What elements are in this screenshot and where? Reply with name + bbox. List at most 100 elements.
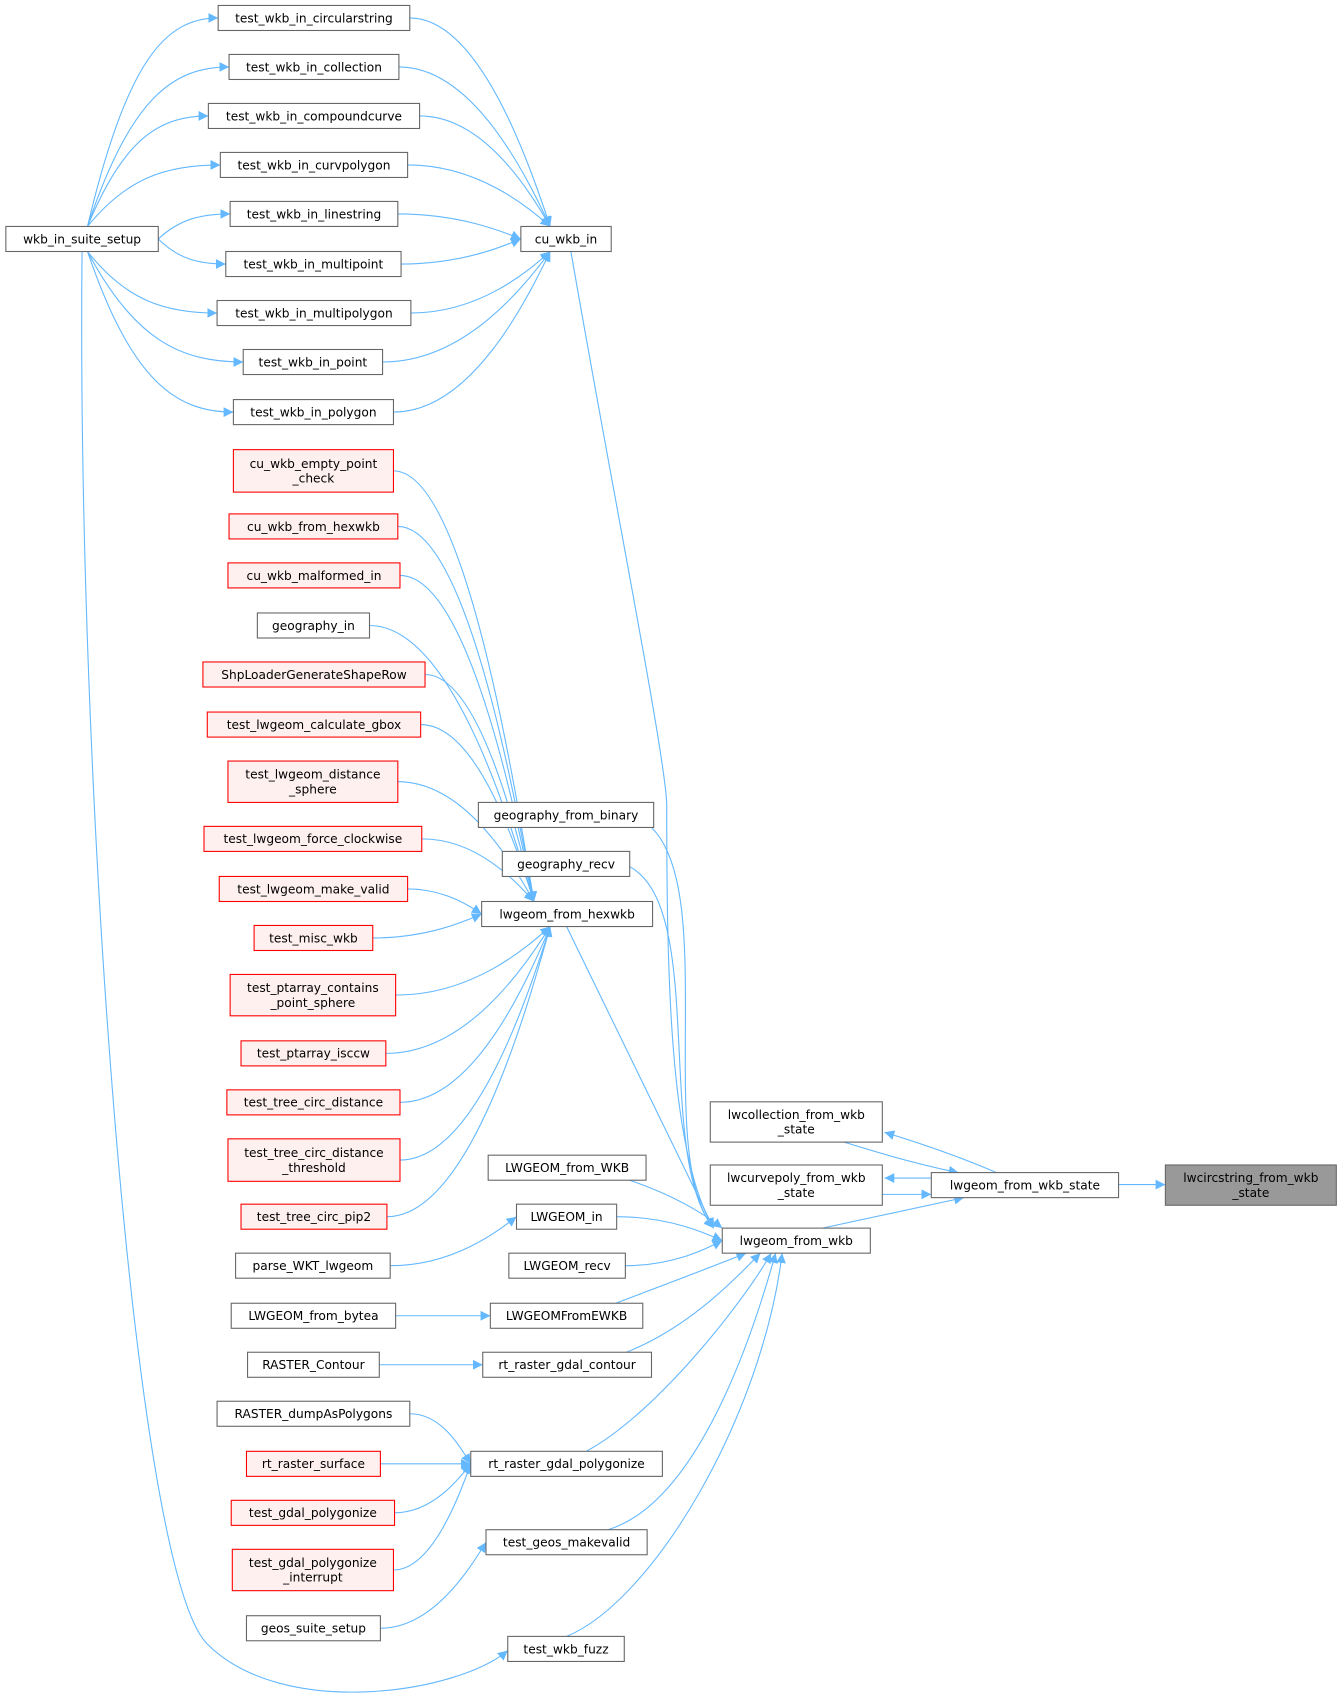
node-lwgeom-from-wkb[interactable]: lwgeom_from_wkb	[721, 1227, 871, 1254]
node-label: test_geos_makevalid	[503, 1536, 630, 1550]
node-test-wkb-in-multipoint[interactable]: test_wkb_in_multipoint	[225, 250, 402, 278]
node-box	[228, 513, 399, 540]
node-test-gdal-polygonize-interrupt[interactable]: test_gdal_polygonize_interrupt	[231, 1548, 394, 1592]
node-rt-raster-gdal-polygonize[interactable]: rt_raster_gdal_polygonize	[470, 1450, 663, 1477]
node-box	[240, 1040, 387, 1067]
node-cu-wkb-in[interactable]: cu_wkb_in	[520, 225, 612, 253]
node-box	[227, 760, 399, 803]
node-box	[227, 562, 401, 589]
node-parse-wkt-lwgeom[interactable]: parse_WKT_lwgeom	[235, 1252, 391, 1279]
node-lwgeom-in[interactable]: LWGEOM_in	[515, 1203, 618, 1230]
edge-curvp-to-cuin	[407, 164, 551, 227]
node-test-wkb-in-curvpolygon[interactable]: test_wkb_in_curvpolygon	[219, 151, 409, 179]
node-box	[515, 1203, 618, 1230]
node-box	[226, 1089, 401, 1116]
node-label: rt_raster_gdal_polygonize	[488, 1457, 645, 1471]
node-rt-raster-gdal-contour[interactable]: rt_raster_gdal_contour	[482, 1351, 653, 1378]
node-box	[253, 924, 374, 952]
node-test-wkb-in-collection[interactable]: test_wkb_in_collection	[228, 53, 400, 81]
edge-gmv-to-fromwkb	[607, 1253, 778, 1531]
node-lwgeom-from-wkb-state[interactable]: lwgeom_from_wkb_state	[930, 1172, 1120, 1199]
node-geos-suite-setup[interactable]: geos_suite_setup	[245, 1615, 381, 1642]
node-label: LWGEOM_in	[530, 1210, 602, 1224]
node-label: test_wkb_in_linestring	[247, 207, 382, 221]
node-box	[487, 1154, 647, 1181]
node-lwgeom-from-bytea[interactable]: LWGEOM_from_bytea	[230, 1302, 397, 1329]
edge-suite-to-circ	[86, 13, 219, 227]
node-cu-wkb-malformed-in[interactable]: cu_wkb_malformed_in	[227, 562, 401, 589]
node-box	[230, 1302, 397, 1329]
edge-poly-to-cuin	[393, 251, 551, 413]
node-box	[470, 1450, 663, 1477]
edge-tcd-to-hexwkb	[399, 926, 551, 1103]
node-test-wkb-in-polygon[interactable]: test_wkb_in_polygon	[232, 399, 394, 426]
node-box	[481, 900, 654, 928]
node-test-misc-wkb[interactable]: test_misc_wkb	[253, 924, 374, 952]
node-test-ptarray-isccw[interactable]: test_ptarray_isccw	[240, 1040, 387, 1067]
node-label: _threshold	[281, 1161, 346, 1175]
node-box	[256, 612, 371, 639]
node-test-wkb-in-circularstring[interactable]: test_wkb_in_circularstring	[217, 4, 411, 32]
node-test-lwgeom-force-clockwise[interactable]: test_lwgeom_force_clockwise	[203, 825, 423, 852]
node-test-wkb-fuzz[interactable]: test_wkb_fuzz	[507, 1635, 625, 1662]
edge-tcdt-to-hexwkb	[399, 926, 552, 1161]
node-lwgeom-recv[interactable]: LWGEOM_recv	[508, 1252, 626, 1279]
node-label: test_wkb_in_multipoint	[244, 257, 384, 271]
node-test-gdal-polygonize[interactable]: test_gdal_polygonize	[230, 1499, 396, 1526]
node-test-tree-circ-distance[interactable]: test_tree_circ_distance	[226, 1089, 401, 1116]
node-box	[477, 801, 655, 829]
node-rt-raster-surface[interactable]: rt_raster_surface	[245, 1450, 381, 1477]
node-cu-wkb-empty-point-check[interactable]: cu_wkb_empty_point_check	[232, 449, 394, 493]
node-raster-dumpaspolygons[interactable]: RASTER_dumpAsPolygons	[216, 1400, 411, 1427]
node-box	[930, 1172, 1120, 1199]
node-box	[507, 1635, 625, 1662]
node-geography-recv[interactable]: geography_recv	[501, 850, 631, 877]
node-label: test_wkb_in_circularstring	[235, 11, 393, 25]
edge-pt-to-cuin	[382, 251, 551, 363]
node-label: test_wkb_in_multipolygon	[235, 306, 392, 320]
node-cu-wkb-from-hexwkb[interactable]: cu_wkb_from_hexwkb	[228, 513, 399, 540]
node-test-tree-circ-distance-threshold[interactable]: test_tree_circ_distance_threshold	[227, 1138, 401, 1182]
node-test-lwgeom-make-valid[interactable]: test_lwgeom_make_valid	[218, 875, 409, 903]
node-wkb-in-suite-setup[interactable]: wkb_in_suite_setup	[5, 225, 159, 253]
edge-fromwkb-to-wkbstate	[822, 1194, 965, 1229]
node-test-wkb-in-linestring[interactable]: test_wkb_in_linestring	[229, 200, 399, 228]
edge-lwcoll-to-wkbstate	[844, 1141, 959, 1176]
node-label: lwcircstring_from_wkb	[1183, 1171, 1318, 1185]
node-geography-in[interactable]: geography_in	[256, 612, 371, 639]
node-label: _point_sphere	[269, 996, 355, 1010]
node-box	[229, 200, 399, 228]
edge-tgp-to-rpoly	[394, 1463, 472, 1514]
edge-gfb-to-fromwkb	[651, 827, 714, 1229]
node-label: test_lwgeom_distance	[245, 768, 380, 782]
node-label: lwgeom_from_hexwkb	[499, 907, 635, 921]
node-label: lwgeom_from_wkb_state	[950, 1178, 1100, 1192]
edge-Lrecv-to-fromwkb	[625, 1240, 723, 1267]
node-lwgeomfromewkb[interactable]: LWGEOMFromEWKB	[489, 1302, 644, 1329]
node-test-wkb-in-compoundcurve[interactable]: test_wkb_in_compoundcurve	[207, 102, 421, 130]
node-test-wkb-in-point[interactable]: test_wkb_in_point	[242, 348, 384, 376]
node-lwgeom-from-hexwkb[interactable]: lwgeom_from_hexwkb	[481, 900, 654, 928]
node-box	[235, 1252, 391, 1279]
node-lwcollection-from-wkb-state[interactable]: lwcollection_from_wkb_state	[709, 1101, 883, 1143]
node-raster-contour[interactable]: RASTER_Contour	[247, 1351, 380, 1378]
node-shploadergenerateshaperow[interactable]: ShpLoaderGenerateShapeRow	[202, 661, 426, 688]
node-box	[217, 4, 411, 32]
node-test-tree-circ-pip2[interactable]: test_tree_circ_pip2	[240, 1203, 388, 1230]
node-box	[242, 348, 384, 376]
node-lwgeom-from-wkb[interactable]: LWGEOM_from_WKB	[487, 1154, 647, 1181]
node-label: _check	[292, 472, 336, 486]
node-test-ptarray-contains-point-sphere[interactable]: test_ptarray_contains_point_sphere	[229, 973, 397, 1017]
node-box	[207, 102, 421, 130]
node-lwcircstring-from-wkb-state[interactable]: lwcircstring_from_wkb_state	[1164, 1164, 1337, 1206]
node-test-lwgeom-distance-sphere[interactable]: test_lwgeom_distance_sphere	[227, 760, 399, 803]
node-label: rt_raster_gdal_contour	[498, 1358, 636, 1372]
node-test-wkb-in-multipolygon[interactable]: test_wkb_in_multipolygon	[216, 299, 412, 327]
edge-rcont-to-fromwkb	[626, 1252, 761, 1353]
node-box	[240, 1203, 388, 1230]
node-test-geos-makevalid[interactable]: test_geos_makevalid	[485, 1529, 648, 1556]
node-box	[225, 250, 402, 278]
node-test-lwgeom-calculate-gbox[interactable]: test_lwgeom_calculate_gbox	[206, 711, 422, 738]
node-geography-from-binary[interactable]: geography_from_binary	[477, 801, 655, 829]
node-lwcurvepoly-from-wkb-state[interactable]: lwcurvepoly_from_wkb_state	[709, 1164, 883, 1206]
